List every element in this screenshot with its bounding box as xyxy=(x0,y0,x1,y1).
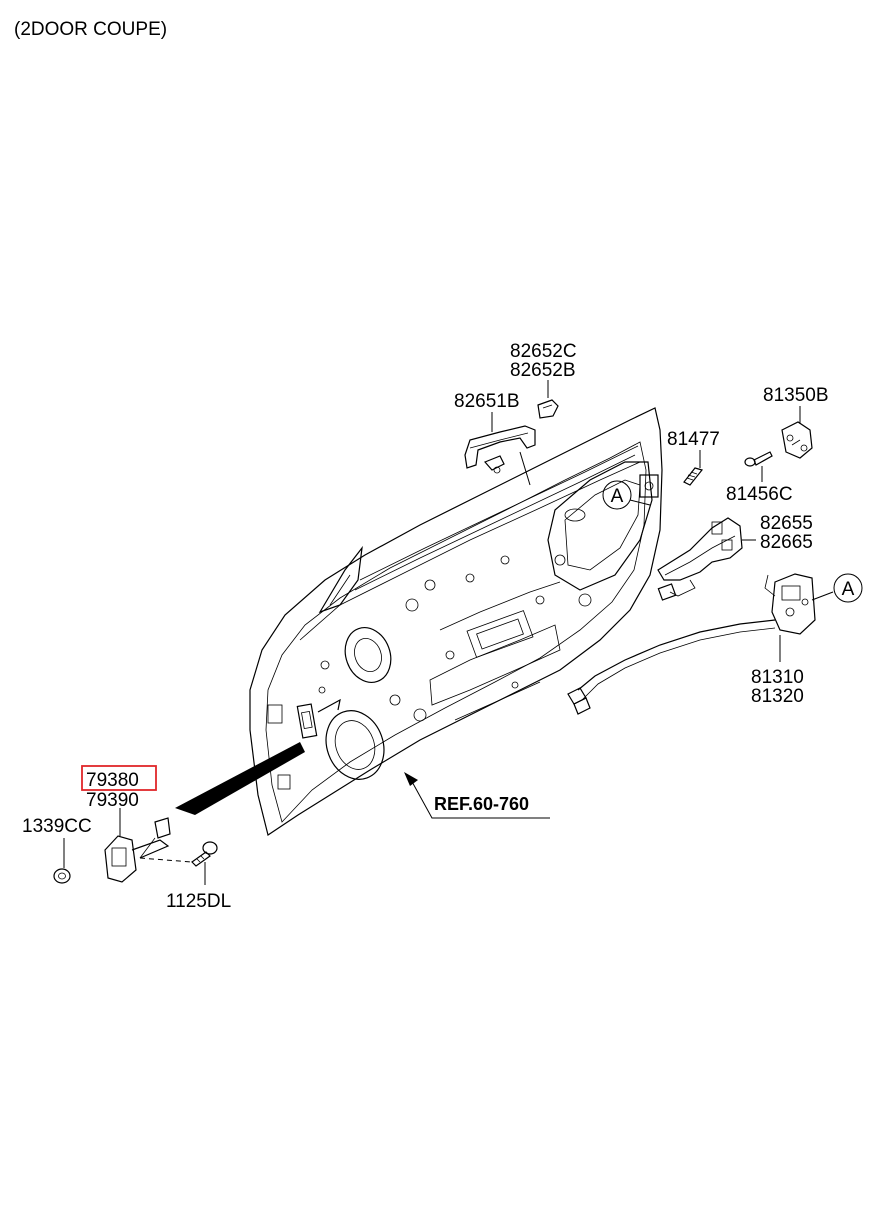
part-label-82655[interactable]: 82655 xyxy=(760,513,813,534)
door-panel xyxy=(249,407,663,836)
leader-callout-a2 xyxy=(811,591,834,601)
bolt-1125dl xyxy=(191,841,218,867)
reference-label[interactable]: REF.60-760 xyxy=(434,794,529,814)
screw-81456c xyxy=(744,451,773,467)
leader-checker-bolt xyxy=(139,857,193,863)
outside-handle xyxy=(464,425,536,474)
door-checker xyxy=(104,817,171,883)
part-label-1125dl[interactable]: 1125DL xyxy=(166,891,231,912)
door-striker xyxy=(781,421,813,459)
leader-handle-door xyxy=(519,451,531,486)
nut-1339cc xyxy=(53,868,71,884)
checker-pointer xyxy=(175,742,305,815)
part-label-82652c[interactable]: 82652C xyxy=(510,341,577,362)
callout-a2-circle xyxy=(833,573,863,603)
door-lock-key-assembly xyxy=(639,474,659,498)
part-label-81456c[interactable]: 81456C xyxy=(726,484,793,505)
part-label-79380[interactable]: 79380 xyxy=(86,770,139,791)
part-label-81320[interactable]: 81320 xyxy=(751,686,804,707)
part-label-81477[interactable]: 81477 xyxy=(667,429,720,450)
callout-a1-circle xyxy=(602,480,632,510)
part-label-79390[interactable]: 79390 xyxy=(86,790,139,811)
leader-ref xyxy=(409,777,550,819)
handle-cover xyxy=(537,399,559,419)
callout-a1: A xyxy=(611,486,624,507)
part-label-82651b[interactable]: 82651B xyxy=(454,391,520,412)
inside-handle xyxy=(657,517,743,601)
part-label-81310[interactable]: 81310 xyxy=(751,667,804,688)
part-label-82652b[interactable]: 82652B xyxy=(510,360,576,381)
door-latch xyxy=(567,573,816,715)
ref-arrowhead xyxy=(404,772,418,786)
bolt-81477 xyxy=(683,467,704,486)
part-label-1339cc[interactable]: 1339CC xyxy=(22,816,92,837)
part-label-82665[interactable]: 82665 xyxy=(760,532,813,553)
callout-a2: A xyxy=(842,579,855,600)
highlight-box-79380 xyxy=(81,765,157,791)
leader-callout-a1 xyxy=(629,499,651,506)
diagram-subtitle: (2DOOR COUPE) xyxy=(14,19,167,40)
part-label-81350b[interactable]: 81350B xyxy=(763,385,829,406)
